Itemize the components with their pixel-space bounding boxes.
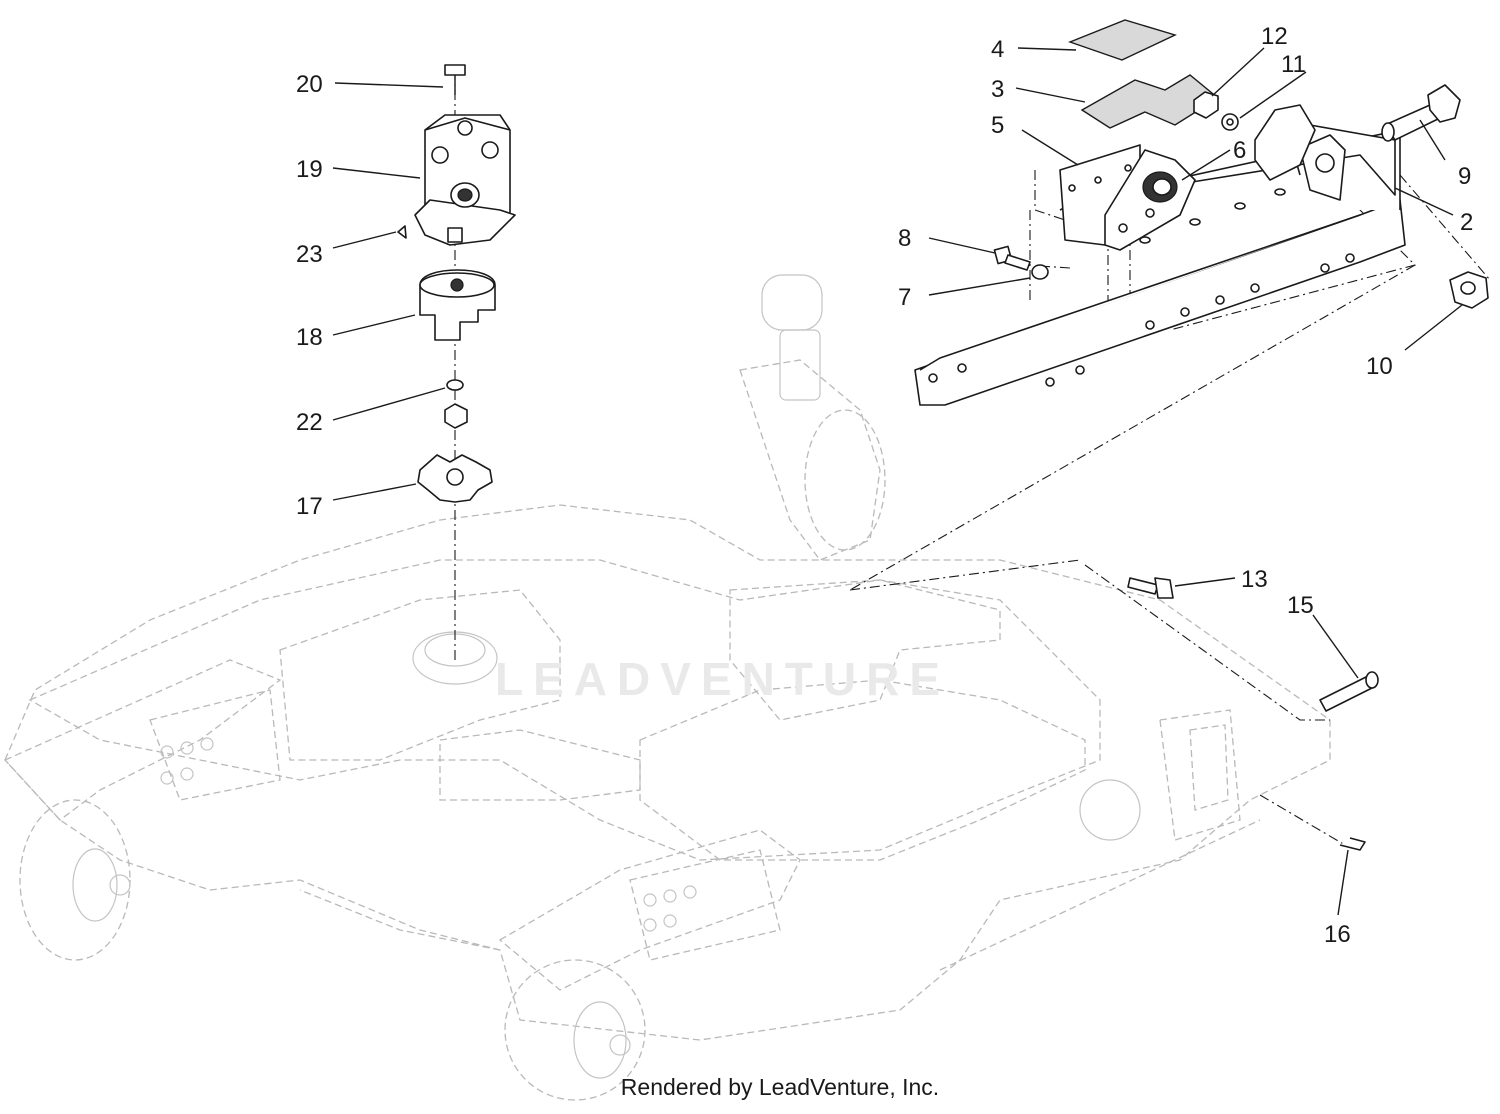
callout-2: 2 (1460, 209, 1473, 236)
callout-11: 11 (1281, 51, 1306, 78)
nut-10 (1449, 271, 1489, 309)
callout-labels: 20 19 23 18 22 17 4 3 5 6 12 11 9 2 8 7 … (296, 23, 1473, 948)
mower-deck-ghost (3, 274, 1331, 1101)
leader-lines (332, 47, 1463, 916)
callout-6: 6 (1233, 137, 1246, 164)
callout-3: 3 (991, 76, 1004, 103)
callout-13: 13 (1241, 566, 1268, 593)
pad-4 (1067, 19, 1177, 61)
callout-15: 15 (1287, 592, 1314, 619)
callout-5: 5 (991, 112, 1004, 139)
pin-15 (1319, 671, 1379, 712)
callout-12: 12 (1261, 23, 1288, 50)
gearbox-19 (414, 114, 516, 246)
callout-18: 18 (296, 324, 323, 351)
clip-16 (1339, 837, 1366, 851)
callout-20: 20 (296, 71, 323, 98)
nut-22 (444, 403, 468, 429)
coupler-18 (419, 269, 496, 341)
bracket-6 (1104, 149, 1196, 251)
callout-17: 17 (296, 493, 323, 520)
callout-4: 4 (991, 36, 1004, 63)
spider-17 (417, 454, 493, 503)
nut-12 (1193, 91, 1219, 119)
washer-7 (1031, 264, 1049, 280)
callout-9: 9 (1458, 163, 1471, 190)
bolt-8 (993, 245, 1031, 271)
watermark: LEADVENTURE (495, 653, 950, 705)
key-23 (397, 225, 407, 239)
callout-22: 22 (296, 409, 323, 436)
washer-22 (446, 379, 464, 391)
render-credit: Rendered by LeadVenture, Inc. (620, 1074, 940, 1100)
callout-23: 23 (296, 241, 323, 268)
callout-16: 16 (1324, 921, 1351, 948)
callout-8: 8 (898, 225, 911, 252)
bolt-20 (444, 64, 466, 95)
callout-7: 7 (898, 284, 911, 311)
callout-19: 19 (296, 156, 323, 183)
hitch-handle (1254, 104, 1316, 181)
callout-10: 10 (1366, 353, 1393, 380)
bolt-9 (1381, 84, 1461, 142)
bolt-13 (1127, 577, 1174, 599)
